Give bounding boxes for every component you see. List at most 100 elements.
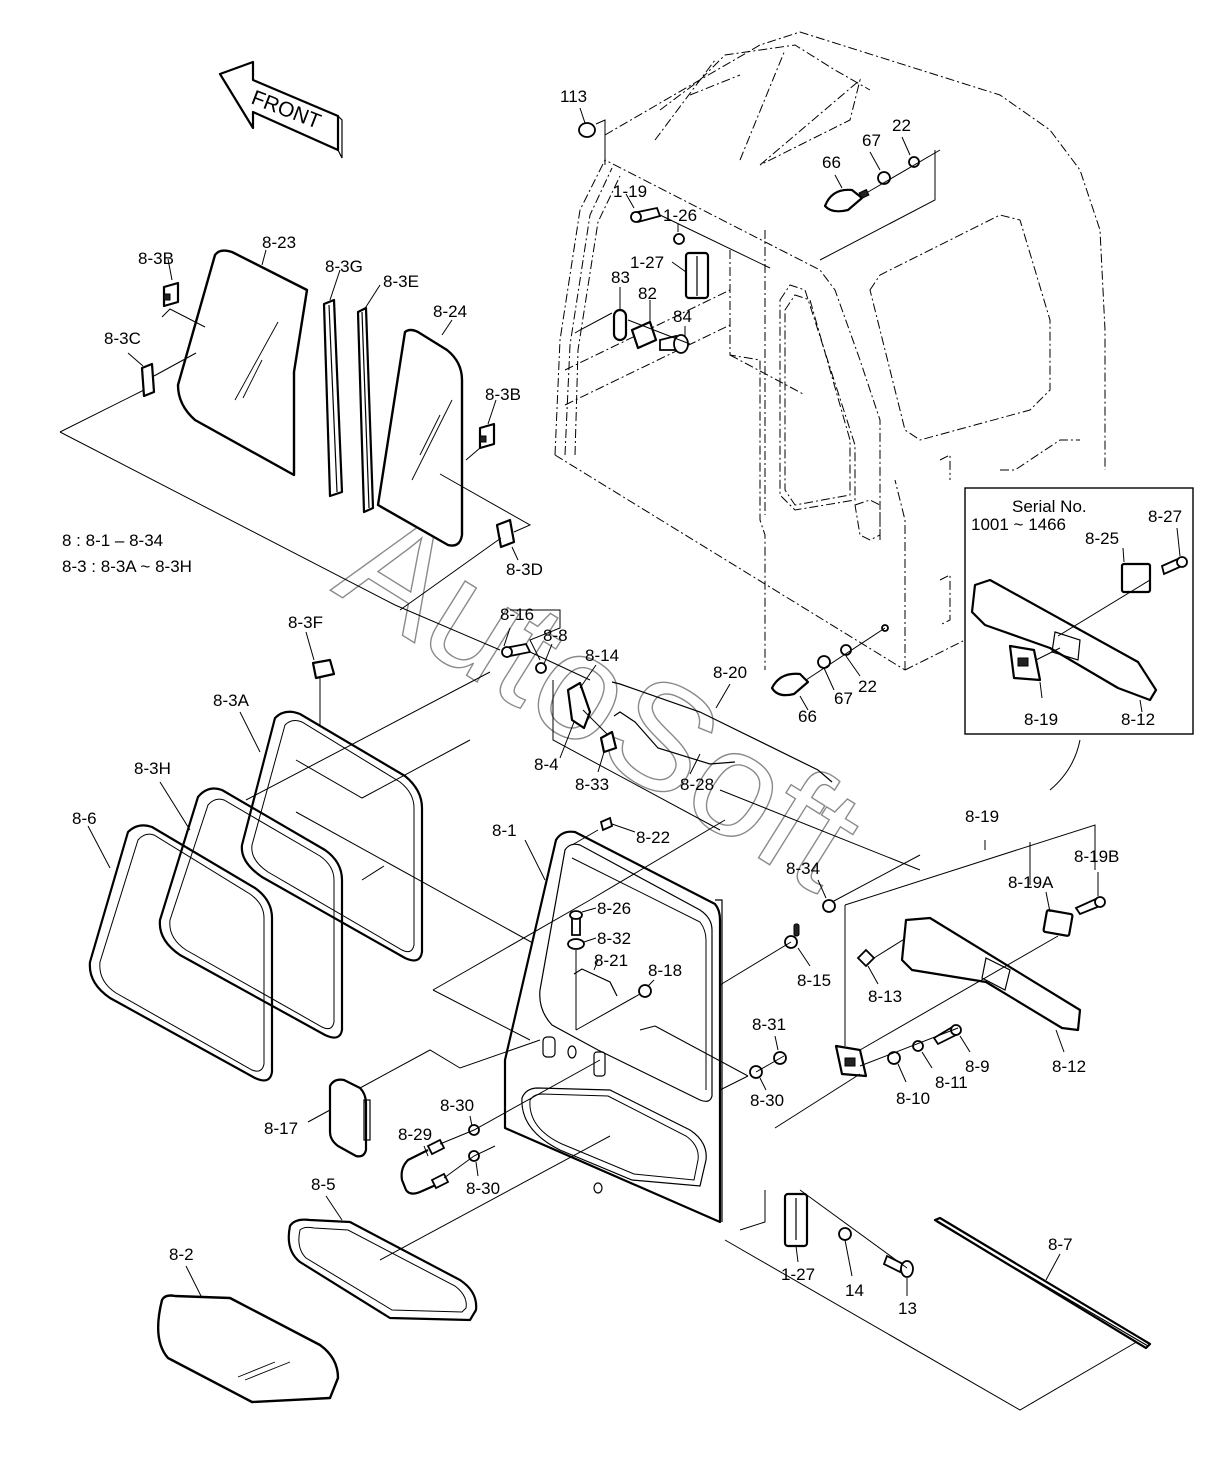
callout-8-10: 8-10	[896, 1089, 930, 1108]
bumper-66-top	[823, 188, 864, 213]
callout-8-1: 8-1	[492, 821, 517, 840]
door-panel-group	[432, 816, 749, 1224]
callout-8-3E: 8-3E	[383, 272, 419, 291]
callout-8-19: 8-19	[965, 807, 999, 826]
handle-8-29	[400, 1149, 439, 1195]
callout-8-5: 8-5	[311, 1175, 336, 1194]
block-8-3F	[311, 658, 336, 680]
handle-group	[307, 1039, 601, 1195]
clip-8-3D	[495, 518, 516, 549]
callout-8-3D: 8-3D	[506, 560, 543, 579]
callout-1-19: 1-19	[613, 182, 647, 201]
seal-8-3A	[240, 710, 424, 962]
front-arrow-icon: FRONT	[218, 60, 343, 159]
inset-garnish-8-12	[970, 578, 1158, 702]
callout-8-11: 8-11	[935, 1073, 968, 1092]
inset-title-line1: Serial No.	[1012, 497, 1087, 516]
callout-82: 82	[638, 284, 657, 303]
inset-callout-8-27: 8-27	[1148, 507, 1182, 526]
pin-84	[673, 334, 689, 354]
washer-1-26	[673, 233, 685, 245]
callout-8-30-upper: 8-30	[440, 1096, 474, 1115]
window-seal-group	[87, 631, 561, 1082]
callout-67-top: 67	[862, 131, 881, 150]
callout-8-3G: 8-3G	[325, 257, 363, 276]
callout-8-28: 8-28	[680, 775, 714, 794]
washer-8-8	[535, 662, 547, 674]
plug-113	[578, 122, 596, 138]
glass-8-23	[176, 249, 309, 477]
callout-8-3A: 8-3A	[213, 691, 250, 710]
washer-8-11	[912, 1040, 924, 1052]
callout-8-2: 8-2	[169, 1245, 194, 1264]
callout-8-30-lower: 8-30	[466, 1179, 500, 1198]
callout-83: 83	[611, 268, 630, 287]
callout-8-3B-left: 8-3B	[138, 249, 174, 268]
washer-14	[838, 1227, 852, 1241]
callout-66-top: 66	[822, 153, 841, 172]
link-83	[612, 308, 628, 342]
callout-8-23: 8-23	[262, 233, 296, 252]
callout-8-30-right: 8-30	[750, 1091, 784, 1110]
cap-8-22	[599, 816, 614, 832]
washer-8-32	[567, 938, 585, 950]
glass-8-24	[376, 328, 464, 547]
callout-1-27-bottom: 1-27	[781, 1265, 815, 1284]
callout-8-32: 8-32	[597, 929, 631, 948]
callout-1-27-top: 1-27	[630, 253, 664, 272]
cover-8-17	[328, 1078, 368, 1158]
callout-84: 84	[673, 307, 692, 326]
callout-8-9: 8-9	[965, 1057, 990, 1076]
inset-title-line2: 1001 ~ 1466	[971, 515, 1066, 534]
washer-8-10	[887, 1051, 901, 1065]
rod-8-28	[613, 711, 736, 765]
callout-1-26: 1-26	[663, 206, 697, 225]
callout-8-31: 8-31	[752, 1015, 786, 1034]
callout-66-bottom: 66	[798, 707, 817, 726]
callout-8-26: 8-26	[597, 899, 631, 918]
callout-8-3C: 8-3C	[104, 329, 141, 348]
callout-8-19B: 8-19B	[1074, 847, 1119, 866]
callout-8-14: 8-14	[585, 646, 619, 665]
callout-8-18: 8-18	[648, 961, 682, 980]
callout-22-bottom: 22	[858, 677, 877, 696]
cab-hardware	[574, 107, 941, 354]
striker-8-19A	[1042, 909, 1074, 937]
callout-8-15: 8-15	[797, 971, 831, 990]
callout-8-3H: 8-3H	[134, 759, 171, 778]
callout-8-22: 8-22	[636, 828, 670, 847]
callout-8-19A: 8-19A	[1008, 873, 1054, 892]
callout-8-7: 8-7	[1048, 1235, 1073, 1254]
inset-callout-8-25: 8-25	[1085, 529, 1119, 548]
washer-67-bottom	[817, 655, 831, 669]
glass-8-2	[156, 1294, 340, 1404]
bottom-hinge-group	[724, 1189, 1152, 1411]
callout-8-33: 8-33	[575, 775, 609, 794]
seal-8-6	[88, 824, 274, 1082]
note-assembly-8-3: 8-3 : 8-3A ~ 8-3H	[62, 557, 192, 576]
nut-group-right	[719, 1035, 787, 1091]
callout-14: 14	[845, 1281, 864, 1300]
stopper-8-34	[822, 899, 836, 913]
inset-pointer-icon	[1049, 739, 1081, 791]
inset-callout-8-19: 8-19	[1024, 710, 1058, 729]
note-assembly-8: 8 : 8-1 – 8-34	[62, 531, 163, 550]
clip-8-3C	[140, 362, 156, 398]
seal-8-5	[287, 1218, 478, 1322]
serial-inset: Serial No. 1001 ~ 1466	[964, 487, 1194, 791]
clip-8-18	[638, 984, 652, 998]
callout-8-8: 8-8	[543, 626, 568, 645]
callout-8-24: 8-24	[433, 302, 467, 321]
callout-22-top: 22	[892, 116, 911, 135]
callout-8-17: 8-17	[264, 1119, 298, 1138]
callout-8-16: 8-16	[500, 605, 534, 624]
callout-113: 113	[560, 87, 587, 106]
callout-8-21: 8-21	[594, 951, 628, 970]
callout-8-29: 8-29	[398, 1125, 432, 1144]
side-glass-group	[59, 249, 532, 651]
callout-8-20: 8-20	[713, 663, 747, 682]
callout-13: 13	[898, 1299, 917, 1318]
callout-8-4: 8-4	[534, 755, 559, 774]
latch-part-8-33	[599, 730, 618, 754]
